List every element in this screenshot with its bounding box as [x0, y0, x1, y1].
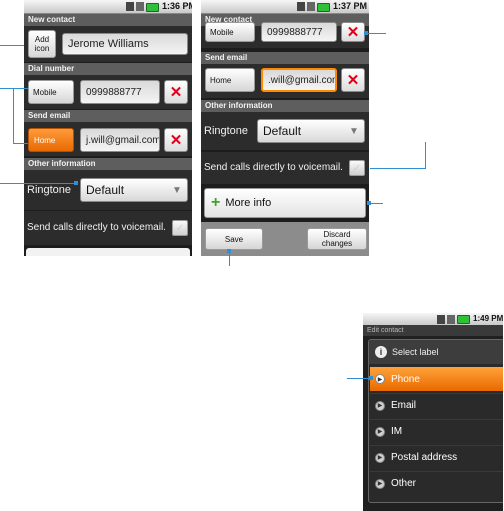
section-other-information: Other information	[201, 100, 369, 112]
phone-field[interactable]: 0999888777	[80, 80, 160, 104]
callout-line	[0, 183, 76, 184]
battery-icon	[317, 3, 330, 12]
plus-icon: +	[211, 194, 221, 211]
callout-line	[0, 88, 13, 89]
screen-new-contact-scrolled: 1:37 PM New contact Mobile 0999888777 ✕ …	[201, 0, 369, 256]
arrow-icon: ▶	[375, 400, 385, 411]
arrow-icon: ▶	[375, 452, 385, 463]
callout-line	[369, 203, 383, 204]
voicemail-row[interactable]	[201, 152, 369, 184]
close-icon: ✕	[169, 132, 183, 149]
close-icon: ✕	[346, 24, 360, 41]
voicemail-checkbox[interactable]: ✓	[172, 220, 188, 236]
delete-email-button[interactable]: ✕	[341, 68, 365, 92]
callout-line	[0, 45, 24, 46]
more-info-button[interactable]: + More info	[204, 188, 366, 218]
ringtone-value: Default	[263, 124, 302, 138]
option-postal-address[interactable]: ▶ Postal address	[370, 445, 503, 469]
callout-dot	[367, 201, 371, 205]
ringtone-value: Default	[86, 183, 125, 197]
delete-phone-button[interactable]: ✕	[164, 80, 188, 104]
voicemail-checkbox[interactable]: ✓	[349, 160, 365, 176]
status-time: 1:37 PM	[333, 1, 368, 11]
callout-line	[366, 33, 386, 34]
ringtone-dropdown[interactable]: Default ▼	[257, 119, 365, 143]
callout-line	[425, 142, 426, 169]
close-icon: ✕	[169, 84, 183, 101]
arrow-icon: ▶	[375, 426, 385, 437]
more-info-label: More info	[225, 197, 272, 209]
phone-label-button[interactable]: Mobile	[28, 80, 74, 104]
callout-dot	[74, 181, 78, 185]
close-icon: ✕	[346, 72, 360, 89]
delete-phone-button[interactable]: ✕	[341, 22, 365, 42]
arrow-icon: ▶	[375, 374, 385, 384]
dropdown-arrow-icon: ▼	[349, 125, 359, 137]
network-icon	[126, 2, 134, 11]
check-icon: ✓	[352, 162, 362, 174]
section-other-information: Other information	[24, 158, 192, 170]
network-icon	[297, 2, 305, 11]
ringtone-label: Ringtone	[27, 184, 72, 196]
dialog-title: Select label	[392, 347, 439, 357]
phone-field[interactable]: 0999888777	[261, 22, 337, 42]
screen-new-contact: 1:36 PM New contact Add icon Jerome Will…	[24, 0, 192, 256]
option-label: Other	[391, 478, 417, 489]
delete-email-button[interactable]: ✕	[164, 128, 188, 152]
callout-dot	[227, 249, 231, 253]
option-label: IM	[391, 426, 403, 437]
dialog-title-bar: i Select label	[369, 340, 503, 364]
callout-line	[13, 143, 28, 144]
email-label-button[interactable]: Home	[205, 68, 255, 92]
name-field[interactable]: Jerome Williams	[62, 33, 188, 55]
section-send-email: Send email	[201, 52, 369, 64]
callout-line	[347, 378, 371, 379]
voicemail-row[interactable]	[24, 211, 192, 245]
signal-icon	[136, 2, 144, 11]
more-info-button-partial[interactable]	[26, 248, 190, 256]
discard-changes-button[interactable]: Discard changes	[307, 228, 367, 250]
callout-line	[13, 88, 28, 89]
section-dial-number: Dial number	[24, 63, 192, 75]
signal-icon	[447, 315, 455, 324]
email-field[interactable]: .will@gmail.com	[261, 68, 337, 92]
section-send-email: Send email	[24, 110, 192, 122]
status-time: 1:36 PM	[162, 1, 192, 11]
voicemail-label: Send calls directly to voicemail.	[27, 222, 166, 233]
voicemail-label: Send calls directly to voicemail.	[204, 162, 343, 173]
arrow-icon: ▶	[375, 478, 385, 489]
status-time: 1:49 PM	[473, 314, 503, 323]
battery-icon	[457, 315, 470, 324]
option-phone[interactable]: ▶ Phone	[370, 367, 503, 391]
battery-icon	[146, 3, 159, 12]
ringtone-label: Ringtone	[204, 125, 249, 137]
select-label-dialog: i Select label ▶ Phone ▶ Email ▶ IM ▶ Po…	[368, 339, 503, 503]
email-field[interactable]: j.will@gmail.com	[80, 128, 160, 152]
screen-header: Edit contact	[363, 325, 503, 336]
option-label: Postal address	[391, 452, 458, 463]
callout-line	[370, 168, 425, 169]
option-label: Phone	[391, 373, 420, 385]
check-icon: ✓	[175, 222, 185, 234]
signal-icon	[307, 2, 315, 11]
section-new-contact: New contact	[24, 14, 192, 26]
add-icon-button[interactable]: Add icon	[28, 30, 56, 58]
callout-dot	[369, 376, 373, 380]
phone-label-button[interactable]: Mobile	[205, 22, 255, 42]
status-bar: 1:37 PM	[201, 0, 369, 14]
option-im[interactable]: ▶ IM	[370, 419, 503, 443]
status-bar: 1:36 PM	[24, 0, 192, 14]
screen-select-label: 1:49 PM Edit contact i Select label ▶ Ph…	[363, 313, 503, 511]
callout-line	[13, 88, 14, 144]
option-other[interactable]: ▶ Other	[370, 471, 503, 495]
option-label: Email	[391, 400, 417, 411]
network-icon	[437, 315, 445, 324]
info-icon: i	[375, 346, 387, 358]
callout-line	[229, 251, 230, 266]
email-label-button[interactable]: Home	[28, 128, 74, 152]
option-email[interactable]: ▶ Email	[370, 393, 503, 417]
save-button[interactable]: Save	[205, 228, 263, 250]
ringtone-dropdown[interactable]: Default ▼	[80, 178, 188, 202]
dropdown-arrow-icon: ▼	[172, 184, 182, 196]
